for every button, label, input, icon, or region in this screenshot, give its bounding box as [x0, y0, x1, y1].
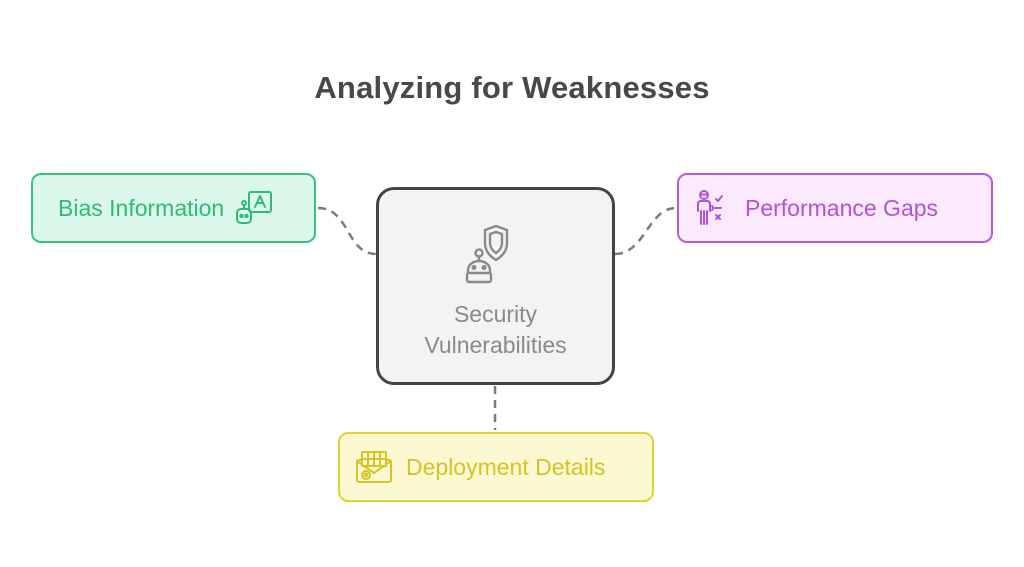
- robot-shield-icon: [463, 221, 529, 287]
- center-label-line-2: Vulnerabilities: [424, 332, 567, 358]
- node-security-vulnerabilities-label: Security Vulnerabilities: [424, 299, 566, 361]
- person-checklist-icon: [693, 188, 733, 228]
- robot-translate-icon: [234, 188, 274, 228]
- open-envelope-grid-icon: [354, 447, 394, 487]
- node-deployment-details: Deployment Details: [338, 432, 654, 502]
- node-deployment-details-label: Deployment Details: [406, 453, 606, 480]
- node-performance-gaps-label: Performance Gaps: [745, 194, 939, 221]
- node-bias-information: Bias Information: [31, 173, 316, 243]
- diagram-title: Analyzing for Weaknesses: [314, 70, 710, 105]
- connector-performance: [614, 206, 677, 256]
- node-bias-information-label: Bias Information: [58, 194, 225, 221]
- connector-bias: [317, 206, 377, 256]
- center-label-line-1: Security: [453, 301, 538, 327]
- node-security-vulnerabilities: Security Vulnerabilities: [376, 187, 615, 385]
- node-performance-gaps: Performance Gaps: [677, 173, 993, 243]
